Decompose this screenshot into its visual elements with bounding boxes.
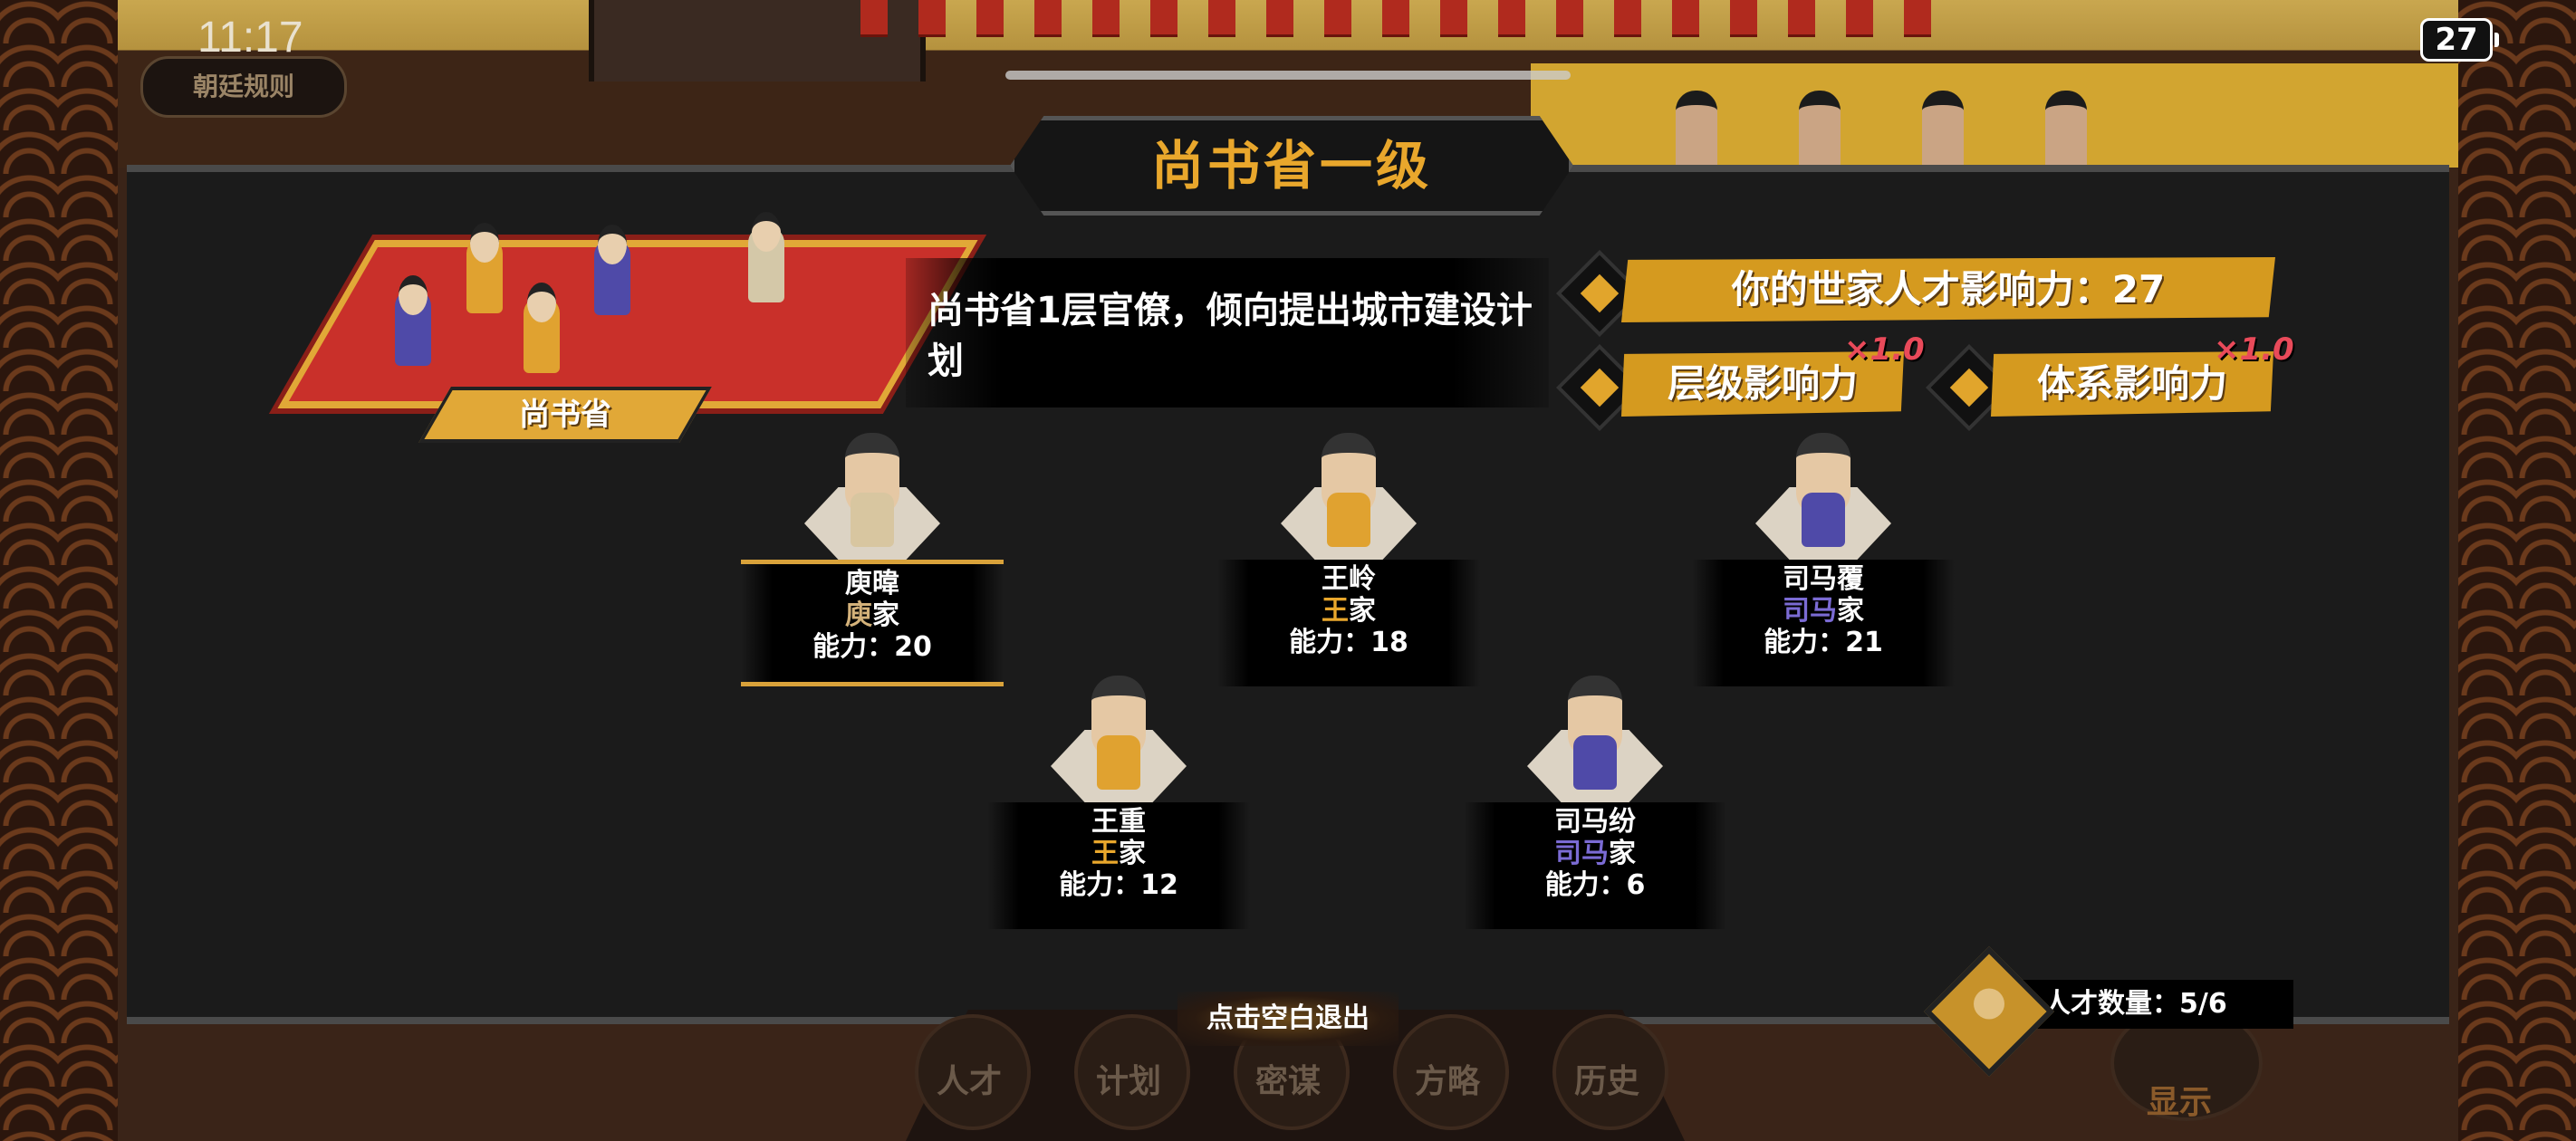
- talent-card[interactable]: 王重 王家 能力：12: [987, 676, 1250, 947]
- talent-ability: 能力：20: [812, 631, 932, 663]
- red-banners: [860, 0, 2458, 37]
- nav-strategy-button[interactable]: [1393, 1014, 1509, 1130]
- talent-info: 王重 王家 能力：12: [987, 802, 1250, 929]
- nav-strategy-label: 方略: [1414, 1063, 1480, 1100]
- talent-name: 司马覆: [1783, 563, 1864, 595]
- talent-name: 司马纷: [1554, 806, 1636, 838]
- talent-ability: 能力：18: [1289, 627, 1408, 658]
- show-label: 显示: [2147, 1084, 2213, 1121]
- talent-family: 司马家: [1554, 838, 1636, 869]
- talent-family: 司马家: [1783, 595, 1864, 627]
- nav-talent-label: 人才: [936, 1063, 1002, 1100]
- home-indicator[interactable]: [1005, 71, 1571, 80]
- talent-info: 司马纷 司马家 能力：6: [1464, 802, 1726, 929]
- talent-portrait: [845, 433, 899, 547]
- talent-name: 王重: [1091, 806, 1146, 838]
- court-officials-row: [1676, 91, 2087, 176]
- talent-info: 司马覆 司马家 能力：21: [1692, 560, 1955, 686]
- nav-history-label: 历史: [1573, 1063, 1639, 1100]
- nav-plan-label: 计划: [1095, 1063, 1161, 1100]
- family-talent-influence: 你的世家人才影响力：27: [1621, 257, 2275, 322]
- status-time: 11:17: [197, 14, 303, 62]
- talent-card[interactable]: 司马覆 司马家 能力：21: [1692, 433, 1955, 705]
- talent-ability: 能力：12: [1059, 869, 1178, 901]
- mini-official-2: [466, 223, 503, 313]
- mini-official-1: [395, 275, 431, 366]
- department-label-text: 尚书省: [519, 397, 611, 433]
- nav-history-button[interactable]: [1552, 1014, 1668, 1130]
- department-description: 尚书省1层官僚，倾向提出城市建设计划: [906, 258, 1549, 408]
- nav-plan-button[interactable]: [1074, 1014, 1190, 1130]
- level-multiplier: ×1.0: [1844, 331, 1925, 368]
- talent-family: 王家: [1322, 595, 1376, 627]
- talent-card[interactable]: 庾暐 庾家 能力：20: [741, 433, 1004, 705]
- court-scene-background: [118, 0, 2458, 176]
- talent-card[interactable]: 司马纷 司马家 能力：6: [1464, 676, 1726, 947]
- talent-ability: 能力：6: [1544, 869, 1646, 901]
- department-label: 尚书省: [418, 387, 712, 443]
- nav-plot-label: 密谋: [1254, 1063, 1321, 1100]
- talent-info: 庾暐 庾家 能力：20: [741, 560, 1004, 686]
- mini-official-3: [524, 283, 560, 373]
- court-rules-button[interactable]: 朝廷规则: [140, 56, 347, 118]
- talent-portrait: [1322, 433, 1376, 547]
- talent-card[interactable]: 王岭 王家 能力：18: [1217, 433, 1480, 705]
- tap-empty-to-exit-hint: 点击空白退出: [1177, 992, 1399, 1046]
- mini-official-4: [594, 225, 630, 315]
- mini-official-5: [748, 212, 784, 302]
- right-border-decoration: [2458, 0, 2576, 1141]
- talent-portrait: [1091, 676, 1146, 790]
- talent-portrait: [1796, 433, 1850, 547]
- system-influence: 体系影响力: [1991, 351, 2273, 417]
- talent-name: 庾暐: [845, 568, 899, 599]
- left-border-decoration: [0, 0, 118, 1141]
- page-title: 尚书省一级: [1010, 116, 1573, 216]
- system-multiplier: ×1.0: [2214, 331, 2294, 368]
- talent-count: 人才数量：5/6: [2011, 980, 2293, 1029]
- talent-portrait: [1568, 676, 1622, 790]
- battery-indicator: 27: [2420, 18, 2499, 62]
- level-influence: 层级影响力: [1621, 351, 1904, 417]
- talent-family: 庾家: [845, 599, 899, 631]
- talent-family: 王家: [1091, 838, 1146, 869]
- talent-ability: 能力：21: [1764, 627, 1883, 658]
- talent-info: 王岭 王家 能力：18: [1217, 560, 1480, 686]
- nav-talent-button[interactable]: [915, 1014, 1031, 1130]
- talent-name: 王岭: [1322, 563, 1376, 595]
